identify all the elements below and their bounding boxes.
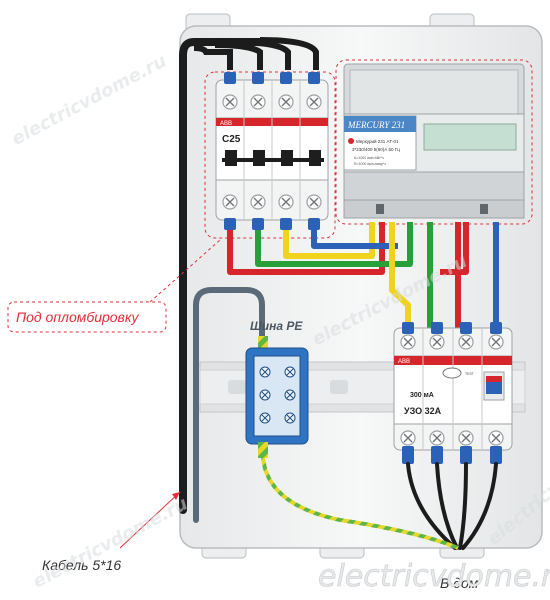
watermark-bottom: electricvdome.ru [318, 559, 550, 594]
seal-callout-label: Под опломбировку [16, 309, 139, 325]
rcd-test-label: TEST [465, 372, 475, 376]
output-wires [406, 462, 498, 550]
cable-callout-label: Кабель 5*16 [42, 557, 121, 573]
meter-model: Меркурий 231 АТ-01 [356, 138, 399, 144]
phase-wires [227, 222, 499, 330]
meter-brand: MERCURY 231 [347, 120, 405, 130]
meter-spec: 3*230/400 5(60)А 50 Гц [352, 147, 400, 152]
seal-zone-outline [204, 71, 336, 239]
cable-callout: Кабель 5*16 [42, 491, 181, 573]
rcd-brand: ABB [398, 359, 410, 365]
seal-zone-outline-meter [335, 59, 533, 225]
breaker-rating: C25 [222, 134, 241, 145]
seal-callout: Под опломбировку [7, 239, 221, 333]
pe-input-cable [193, 287, 265, 523]
main-breaker: ABB C25 [215, 72, 329, 230]
rcd-name: УЗО 32А [404, 406, 442, 416]
meter-const-1: А=1000 имп./кВт*ч [354, 156, 384, 160]
breaker-brand: ABB [220, 121, 232, 127]
to-house-label: В дом [440, 575, 479, 591]
watermark-3: electricvdome.ru [29, 493, 191, 592]
rcd-current: 300 мА [410, 392, 434, 399]
rcd-device: ABB TEST 300 мА УЗО 32А [393, 322, 513, 464]
pe-output-wire [261, 457, 459, 550]
electricity-meter: MERCURY 231 Меркурий 231 АТ-01 3*230/400… [343, 63, 525, 219]
pe-bus: Шина PE [245, 319, 309, 458]
watermark-1: electricvdome.ru [8, 50, 170, 149]
pe-bus-label: Шина PE [250, 319, 303, 333]
main-input-cable [179, 37, 319, 514]
meter-const-2: R=1000 имп./квар*ч [354, 162, 386, 166]
